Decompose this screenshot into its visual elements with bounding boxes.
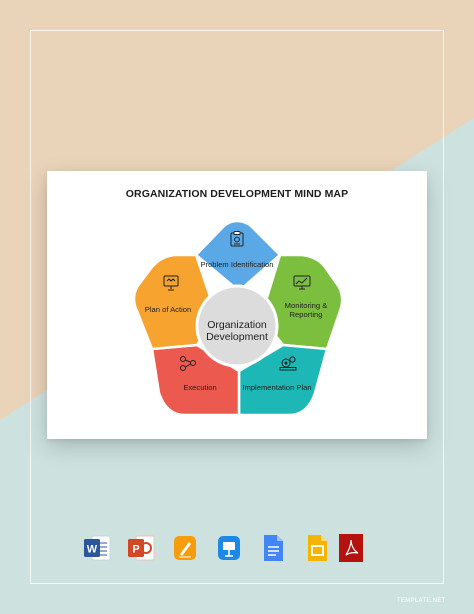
- center-node[interactable]: [195, 284, 279, 368]
- center-label: Organization Development: [197, 319, 277, 343]
- segment-implementation-plan[interactable]: [237, 343, 329, 417]
- segment-label-implementation: Implementation Plan: [242, 383, 312, 392]
- keynote-icon[interactable]: [215, 533, 243, 563]
- google-docs-icon[interactable]: [259, 533, 287, 563]
- page-title: ORGANIZATION DEVELOPMENT MIND MAP: [125, 188, 349, 200]
- segment-label-monitoring: Monitoring & Reporting: [284, 301, 328, 319]
- mind-map-diagram: [132, 219, 344, 417]
- presentation-icon: [163, 275, 179, 291]
- pages-icon[interactable]: [171, 533, 199, 563]
- segment-monitoring-reporting[interactable]: [259, 253, 344, 351]
- format-icon-bar: W P: [83, 533, 365, 563]
- powerpoint-icon[interactable]: P: [127, 533, 155, 563]
- monitor-chart-icon: [293, 275, 311, 290]
- mind-map-card: ORGANIZATION DEVELOPMENT MIND MAP Organi…: [47, 171, 427, 439]
- pdf-icon[interactable]: [337, 533, 365, 563]
- watermark: TEMPLATE.NET: [397, 598, 446, 604]
- svg-text:P: P: [132, 544, 139, 556]
- segment-label-problem: Problem Identification: [200, 260, 274, 269]
- decorative-frame: [30, 30, 444, 584]
- word-icon[interactable]: W: [83, 533, 111, 563]
- svg-text:W: W: [87, 544, 98, 556]
- clipboard-icon: [230, 231, 244, 247]
- center-label-line-1: Organization: [207, 319, 267, 331]
- center-label-line-2: Development: [206, 331, 268, 343]
- network-icon: [180, 356, 196, 371]
- gears-icon: [279, 356, 297, 371]
- segment-label-plan: Plan of Action: [144, 305, 192, 314]
- segment-execution[interactable]: [150, 343, 241, 417]
- segment-label-execution: Execution: [183, 383, 217, 392]
- google-slides-icon[interactable]: [303, 533, 331, 563]
